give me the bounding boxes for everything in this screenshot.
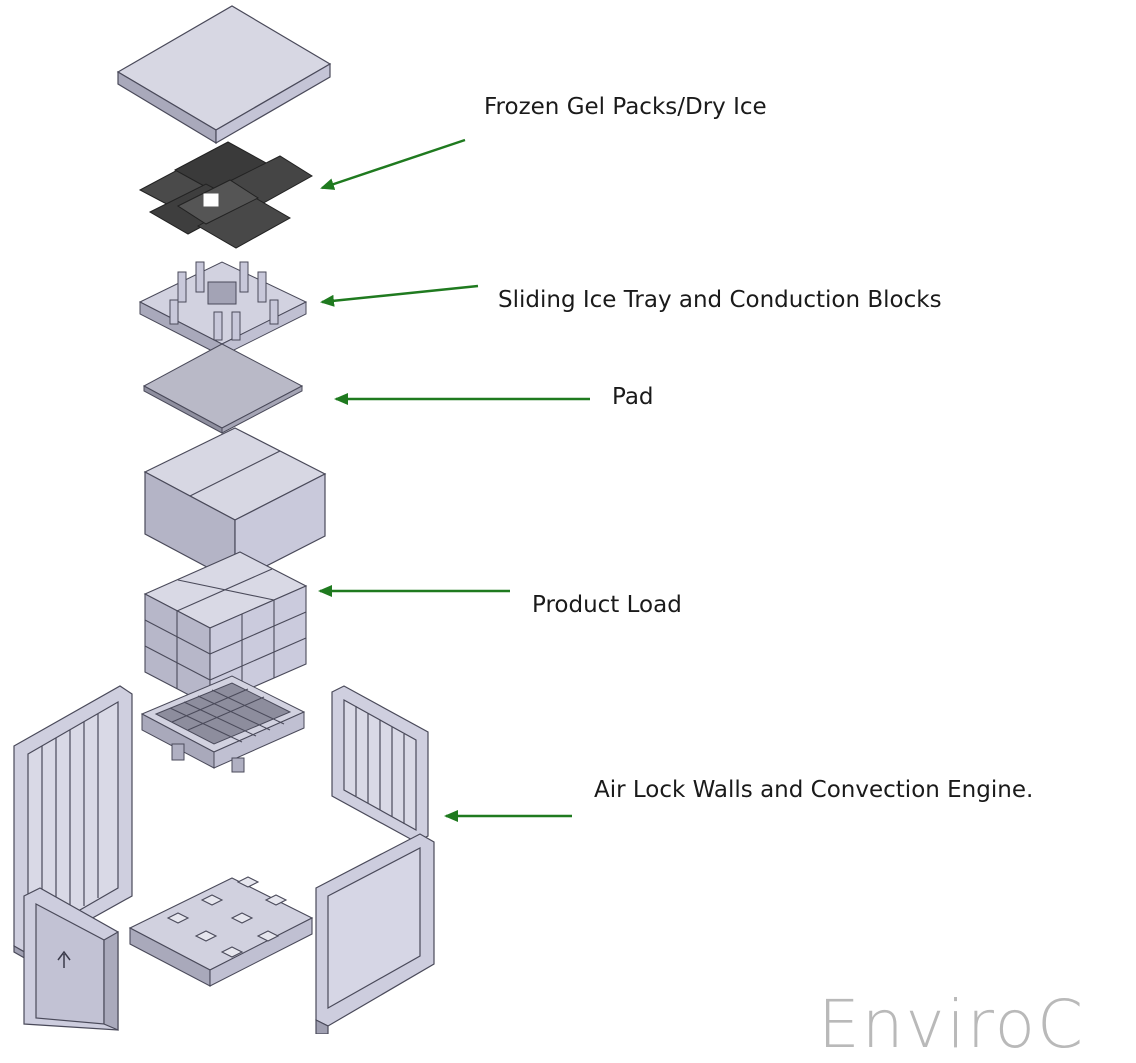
left-wall-part	[13, 685, 133, 962]
bottom-tray-part	[128, 876, 314, 987]
ice-tray-part	[138, 261, 308, 357]
arrow-frozen-gel	[320, 138, 466, 190]
label-frozen-gel-packs: Frozen Gel Packs/Dry Ice	[484, 94, 767, 120]
up-arrow-icon	[57, 950, 71, 968]
lid-part	[116, 5, 332, 145]
carton-part	[143, 427, 327, 583]
arrow-ice-tray	[320, 284, 479, 307]
label-product-load: Product Load	[532, 592, 682, 618]
label-pad: Pad	[612, 384, 654, 410]
exploded-diagram	[13, 5, 590, 1034]
front-right-wall-part	[315, 833, 435, 1034]
gel-packs-part	[138, 141, 313, 249]
pad-part	[142, 343, 304, 434]
label-air-lock-walls: Air Lock Walls and Convection Engine.	[594, 777, 1034, 803]
brand-logo-text: EnviroC	[818, 986, 1086, 1063]
base-tray-part	[140, 675, 306, 773]
front-left-wall-part	[23, 887, 119, 1031]
label-sliding-ice-tray: Sliding Ice Tray and Conduction Blocks	[498, 287, 942, 313]
product-load-part	[143, 551, 308, 707]
right-wall-part	[331, 685, 429, 843]
